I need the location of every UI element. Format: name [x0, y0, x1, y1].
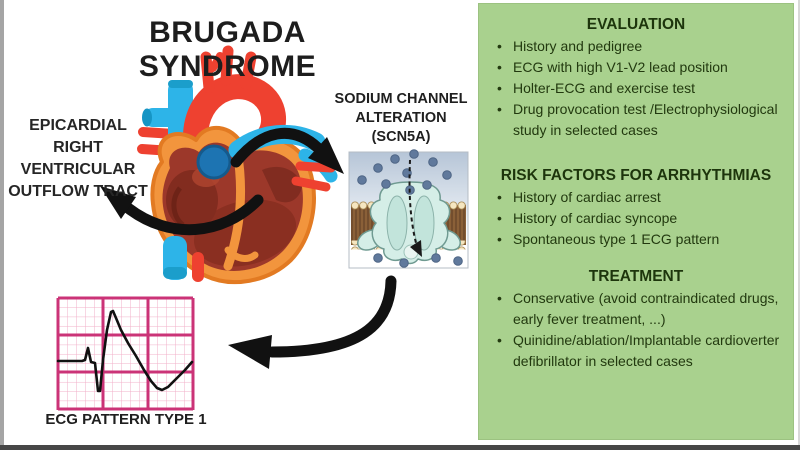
section-heading-risk-factors: RISK FACTORS FOR ARRHYTHMIAS [500, 167, 772, 184]
bullet-item: Holter-ECG and exercise test [489, 78, 783, 99]
slide-border-left [0, 0, 4, 450]
heart-illustration [137, 45, 338, 284]
page-title: BRUGADA SYNDROME [138, 16, 317, 83]
bullet-item: Drug provocation test /Electrophysiologi… [489, 99, 783, 141]
ion-flow-dashed-arrow [408, 159, 417, 244]
sodium-channel-label: SODIUM CHANNEL ALTERATION (SCN5A) [334, 91, 468, 145]
slide-border-right [798, 0, 800, 450]
arrow-channel-to-ecg [228, 275, 397, 369]
section-heading-evaluation: EVALUATION [586, 16, 686, 33]
arrow-heart-to-channel [230, 127, 344, 174]
bullet-item: Conservative (avoid contraindicated drug… [489, 288, 783, 330]
bullet-item: History of cardiac arrest [489, 187, 783, 208]
section-heading-treatment: TREATMENT [588, 268, 684, 285]
epicardial-rvot-label: EPICARDIAL RIGHT VENTRICULAR OUTFLOW TRA… [8, 117, 148, 200]
ecg-illustration [56, 296, 195, 411]
ecg-pattern-label: ECG PATTERN TYPE 1 [45, 411, 207, 428]
evaluation-list: History and pedigree ECG with high V1-V2… [489, 36, 783, 141]
arrow-heart-to-outflow-label [100, 186, 264, 236]
ecg-trace [56, 309, 194, 393]
bullet-item: Quinidine/ablation/Implantable cardiover… [489, 330, 783, 372]
sodium-ions [357, 149, 463, 268]
ecg-grid-major-lines [56, 296, 195, 411]
bullet-item: History of cardiac syncope [489, 208, 783, 229]
risk-factors-list: History of cardiac arrest History of car… [489, 187, 783, 250]
treatment-list: Conservative (avoid contraindicated drug… [489, 288, 783, 372]
info-panel: EVALUATION History and pedigree ECG with… [478, 3, 794, 440]
slide-border-bottom [0, 445, 800, 450]
bullet-item: ECG with high V1-V2 lead position [489, 57, 783, 78]
bullet-item: History and pedigree [489, 36, 783, 57]
bullet-item: Spontaneous type 1 ECG pattern [489, 229, 783, 250]
sodium-channel-illustration [348, 149, 469, 269]
